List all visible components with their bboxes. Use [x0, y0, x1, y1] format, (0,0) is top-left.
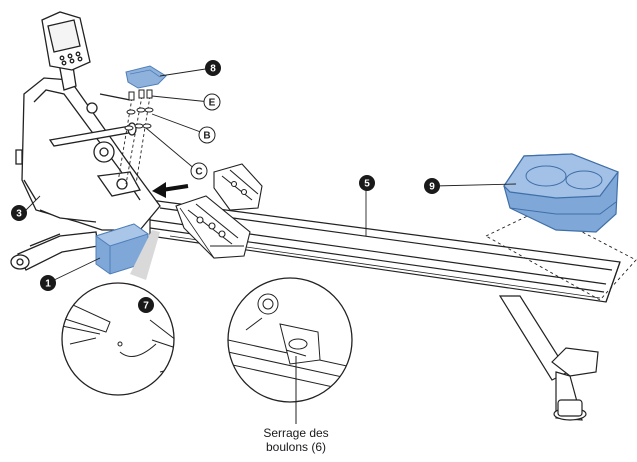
svg-text:8: 8: [210, 64, 216, 75]
svg-text:B: B: [203, 131, 210, 142]
callout-C: C: [190, 162, 208, 180]
detail-magnifier-left: [61, 282, 175, 396]
callout-9: 9: [424, 178, 440, 194]
insert-arrow: [152, 182, 189, 198]
footrest-near: [175, 195, 251, 259]
bracket-plate: [125, 65, 167, 89]
detail-beam: [130, 230, 160, 280]
bolt-tightening-caption: Serrage des boulons (6): [226, 426, 366, 454]
callout-5: 5: [359, 175, 375, 191]
svg-text:C: C: [195, 167, 202, 178]
callout-E: E: [203, 93, 221, 111]
svg-text:E: E: [209, 98, 216, 109]
seat: [503, 153, 619, 233]
leader-lines: [23, 67, 517, 283]
svg-text:9: 9: [429, 182, 435, 193]
callout-B: B: [198, 126, 216, 144]
svg-text:1: 1: [45, 279, 51, 290]
callout-7: 7: [138, 297, 154, 313]
bolt-guides: [117, 95, 151, 185]
footrest-far: [213, 163, 263, 211]
callout-1: 1: [40, 275, 56, 291]
svg-text:3: 3: [16, 209, 22, 220]
caption-line-1: Serrage des: [263, 426, 329, 440]
bolts: [124, 89, 154, 131]
callout-8: 8: [205, 60, 221, 76]
caption-line-2: boulons (6): [265, 440, 327, 454]
callout-3: 3: [11, 205, 27, 221]
detail-magnifier-right: [227, 277, 353, 424]
svg-text:7: 7: [143, 301, 149, 312]
rear-leg: [498, 295, 599, 421]
svg-text:5: 5: [364, 179, 370, 190]
